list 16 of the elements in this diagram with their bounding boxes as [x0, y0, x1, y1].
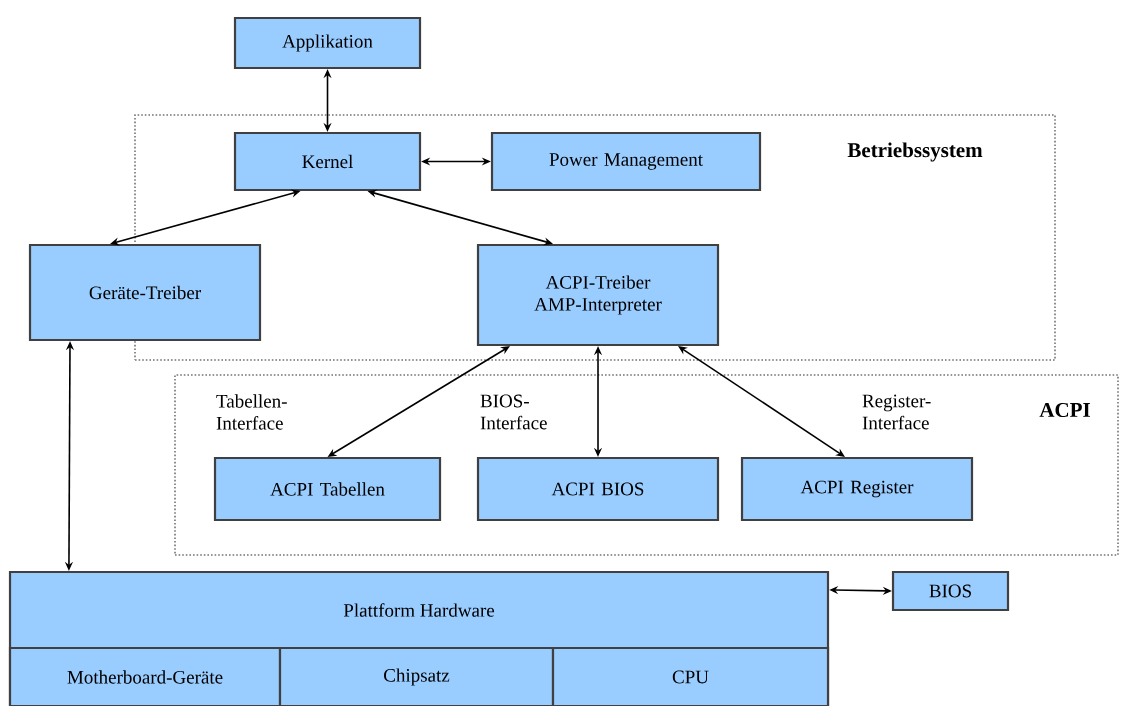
- edge-label: Register- Interface: [862, 394, 931, 430]
- process-box: Applikation: [233, 16, 422, 70]
- process-box: Motherboard-Geräte: [8, 646, 282, 706]
- process-box: Kernel: [233, 131, 422, 192]
- edge-label: Tabellen- Interface: [216, 394, 287, 430]
- process-box: ACPI-Treiber AMP-Interpreter: [476, 243, 720, 347]
- process-box: ACPI Register: [740, 456, 974, 522]
- edge-label: BIOS- Interface: [480, 394, 547, 430]
- process-box: ACPI BIOS: [476, 456, 720, 522]
- arrow: [678, 346, 845, 457]
- process-box: Power Management: [490, 131, 762, 192]
- process-box: Chipsatz: [278, 646, 555, 706]
- process-box: CPU: [551, 646, 830, 706]
- process-box: Geräte-Treiber: [28, 243, 262, 342]
- process-box: ACPI Tabellen: [213, 456, 442, 522]
- process-box: BIOS: [891, 570, 1010, 612]
